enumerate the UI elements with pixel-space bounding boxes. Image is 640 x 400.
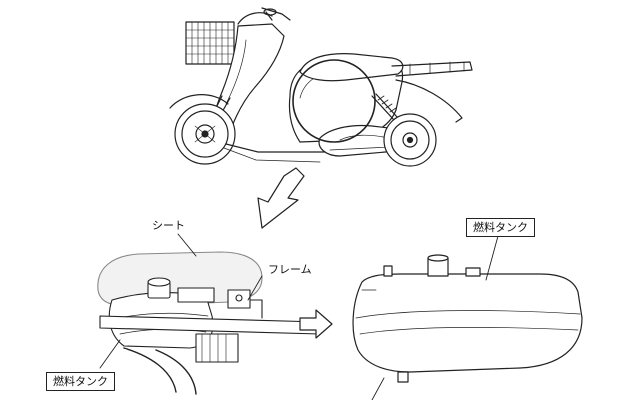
left-tank-leader [99,339,121,369]
right-tank-filler-neck [427,254,449,277]
regulator-box [195,333,239,363]
right-fuel-tank [352,273,583,373]
frame-label: フレーム [268,263,312,276]
fuel-tank-detail [352,235,583,400]
left-tank-filler-cap [147,277,171,299]
frame-leader [247,275,263,301]
rear-wheel [383,113,437,167]
down-arrow [257,167,305,229]
handlebar [237,7,291,25]
rear-fender [395,79,463,123]
seat-label: シート [152,219,185,232]
bottom-leader [371,377,385,400]
rear-carrier [391,61,473,77]
right-tank-leader [485,235,499,281]
front-basket [185,21,235,65]
scooter-illustration [169,7,473,167]
left-fuel-tank-label: 燃料タンク [46,372,115,391]
front-wheel [174,103,236,165]
seat-frame-assembly [97,233,333,395]
right-arrow [299,309,333,339]
front-fender [169,94,229,109]
seat-leader [177,233,197,257]
right-fuel-tank-label: 燃料タンク [466,218,535,237]
detail-callout-circle [292,59,376,143]
